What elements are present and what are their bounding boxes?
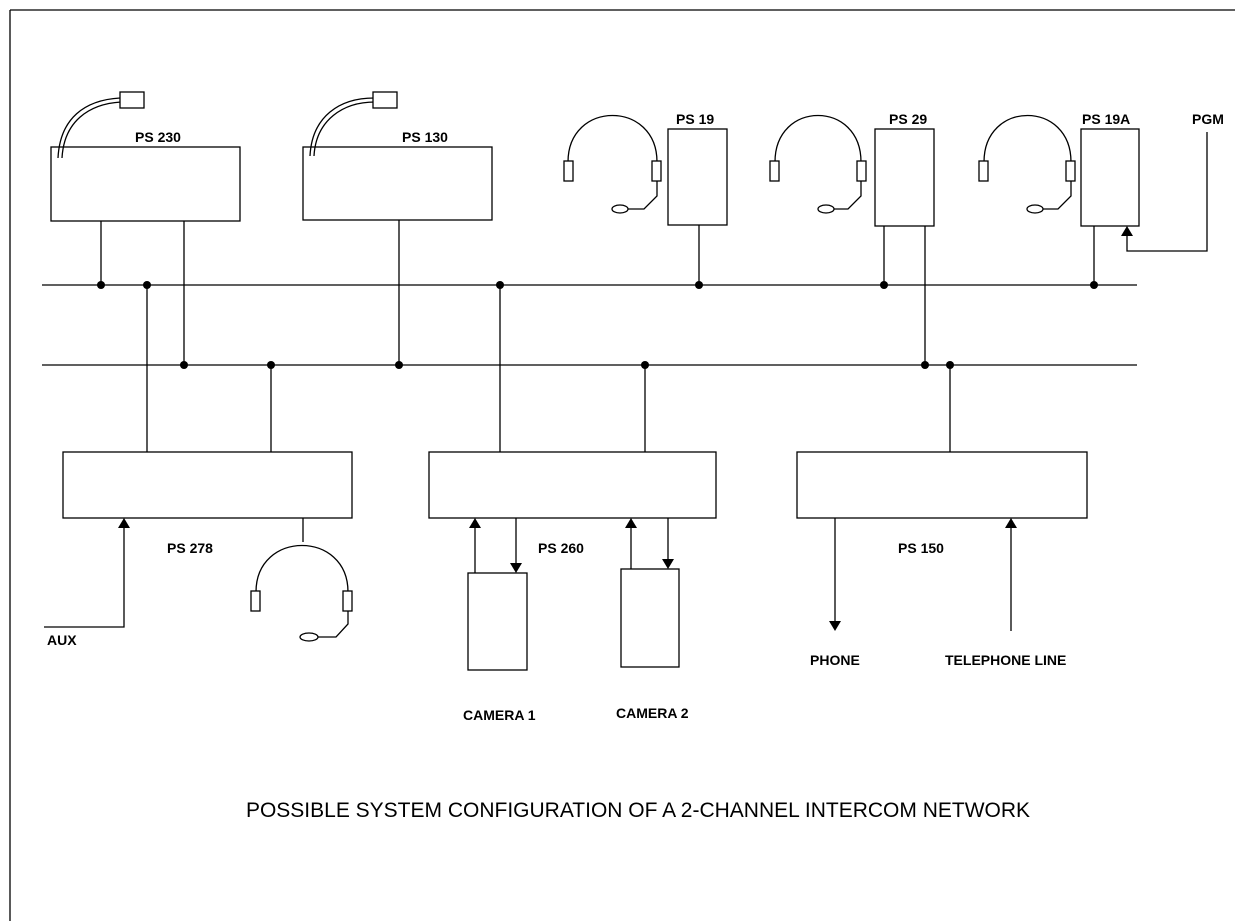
telephone-line-input (1005, 518, 1017, 631)
ps150-label: PS 150 (898, 540, 944, 556)
ps29-label: PS 29 (889, 111, 927, 127)
ps19a-headset-icon (978, 115, 1076, 214)
ps130-unit: PS 130 (302, 91, 493, 369)
phone-label: PHONE (810, 652, 860, 668)
camera2-device (620, 518, 680, 668)
ps19-label: PS 19 (676, 111, 714, 127)
ps278-headset-icon (250, 545, 353, 642)
aux-label: AUX (47, 632, 77, 648)
ps150-unit: PS 150 PHONE TELEPHONE LINE (796, 361, 1088, 668)
ps260-unit: PS 260 CAMERA 1 CAMERA 2 (428, 281, 717, 723)
ps29-unit: PS 29 (769, 111, 935, 369)
ps230-unit: PS 230 (50, 91, 241, 369)
phone-output-line (829, 518, 841, 631)
ps29-headset-icon (769, 115, 867, 214)
pgm-input-line (1121, 132, 1208, 252)
ps130-label: PS 130 (402, 129, 448, 145)
diagram-caption: POSSIBLE SYSTEM CONFIGURATION OF A 2-CHA… (246, 799, 1030, 822)
ps19-unit: PS 19 (563, 111, 728, 289)
camera1-label: CAMERA 1 (463, 707, 536, 723)
camera1-device (467, 518, 528, 671)
page-frame (9, 9, 1235, 921)
ps19a-label: PS 19A (1082, 111, 1130, 127)
ps278-label: PS 278 (167, 540, 213, 556)
ps230-gooseneck-mic-icon (57, 91, 145, 159)
ps230-label: PS 230 (135, 129, 181, 145)
ps278-unit: PS 278 AUX (44, 281, 353, 648)
camera2-label: CAMERA 2 (616, 705, 689, 721)
telephone-line-label: TELEPHONE LINE (945, 652, 1066, 668)
pgm-label: PGM (1192, 111, 1224, 127)
ps260-label: PS 260 (538, 540, 584, 556)
aux-input-line (44, 518, 130, 628)
ps19-headset-icon (563, 115, 662, 214)
ps19a-unit: PS 19A PGM (978, 111, 1224, 289)
ps130-gooseneck-mic-icon (309, 91, 398, 157)
